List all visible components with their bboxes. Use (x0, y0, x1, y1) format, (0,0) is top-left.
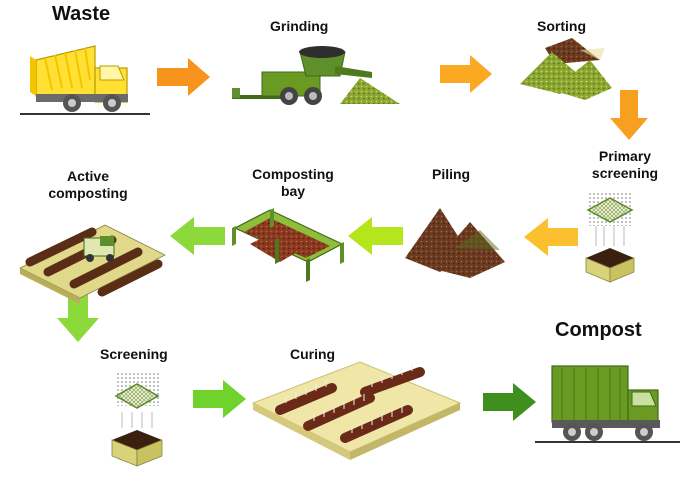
secondary-screen-icon (111, 372, 163, 467)
step-label-grinding: Grinding (270, 18, 329, 34)
step-label-active-composting: Active composting (38, 168, 138, 202)
curing-windrows-icon (251, 361, 462, 460)
sorting-piles-icon (520, 38, 612, 100)
arrow-screening-to-curing (193, 380, 246, 418)
step-label-piling: Piling (432, 166, 471, 182)
primary-screening-line-1: Primary (598, 148, 652, 164)
composting-bay-line-1: Composting (252, 166, 334, 182)
step-label-screening: Screening (100, 346, 168, 362)
step-label-compost: Compost (555, 319, 642, 341)
composting-bay-icon (232, 208, 344, 282)
arrow-curing-to-compost (483, 383, 536, 421)
waste-truck-icon (20, 45, 150, 115)
compost-piles-icon (405, 208, 505, 278)
step-label-waste: Waste (52, 3, 111, 25)
active-composting-line-1: Active (66, 168, 110, 184)
active-composting-icon (19, 224, 166, 304)
arrow-piling-to-bay (348, 217, 403, 255)
compost-truck-icon (535, 365, 680, 443)
arrow-sorting-to-primary-screening (610, 90, 648, 140)
arrow-waste-to-grinding (157, 58, 210, 96)
step-label-composting-bay: Composting bay (248, 166, 338, 200)
arrow-grinding-to-sorting (440, 55, 492, 93)
primary-screening-line-2: screening (591, 165, 659, 181)
arrow-primary-screening-to-piling (524, 218, 578, 256)
primary-screen-icon (585, 192, 635, 283)
step-label-sorting: Sorting (537, 18, 586, 34)
grinder-machine-icon (232, 46, 400, 105)
step-label-curing: Curing (290, 346, 336, 362)
arrow-bay-to-active-composting (170, 217, 225, 255)
composting-bay-line-2: bay (280, 183, 306, 199)
active-composting-line-2: composting (48, 185, 128, 201)
arrow-active-to-screening (57, 290, 99, 342)
step-label-primary-screening: Primary screening (580, 148, 670, 182)
